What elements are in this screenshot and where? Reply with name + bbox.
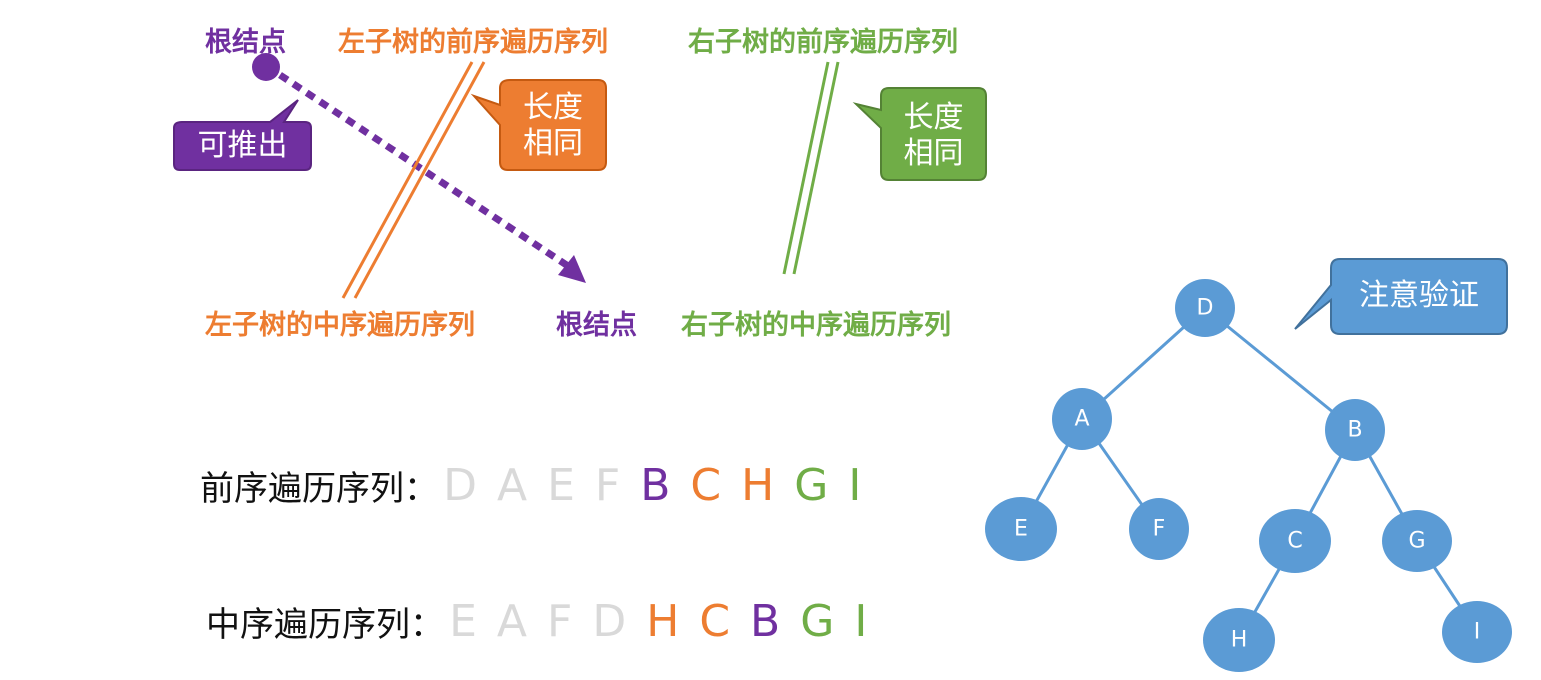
orange-line-1: [341, 61, 474, 299]
node-label-G: G: [1408, 529, 1425, 554]
inorder-letter: E: [449, 596, 483, 647]
inorder-letter: I: [854, 596, 874, 647]
right-inorder-label: 右子树的中序遍历序列: [681, 310, 951, 341]
inorder-letter: B: [750, 596, 787, 647]
node-label-H: H: [1231, 628, 1248, 653]
green-line-1: [782, 61, 830, 275]
callout-orange-text: 长度 相同: [500, 90, 606, 162]
right-preorder-label: 右子树的前序遍历序列: [688, 27, 958, 58]
callout-verify-text: 注意验证: [1359, 278, 1479, 313]
green-line-2: [792, 61, 840, 275]
callout-orange-shape: [470, 79, 607, 171]
root-label-bottom: 根结点: [556, 310, 637, 341]
edge-D-B: [1204, 306, 1356, 432]
inorder-letter: C: [699, 596, 737, 647]
callout-deduce-text: 可推出: [197, 128, 288, 163]
node-A: [1052, 388, 1112, 450]
node-label-F: F: [1153, 517, 1166, 542]
node-B: [1325, 399, 1385, 461]
inorder-letter: H: [646, 596, 686, 647]
callout-green-text: 长度 相同: [881, 100, 986, 172]
root-dot: [252, 53, 280, 81]
preorder-letter: I: [848, 460, 868, 511]
node-D: [1175, 279, 1235, 337]
callout-orange-line1: 长度: [523, 90, 583, 125]
inorder-letter: G: [800, 596, 841, 647]
inorder-letter: F: [547, 596, 579, 647]
preorder-letter: D: [443, 460, 483, 511]
node-label-A: A: [1074, 407, 1089, 432]
left-inorder-label: 左子树的中序遍历序列: [205, 310, 475, 341]
preorder-letter: B: [640, 460, 677, 511]
node-label-I: I: [1474, 620, 1481, 645]
node-label-D: D: [1197, 296, 1214, 321]
deduce-arrowhead: [558, 255, 586, 283]
left-preorder-label: 左子树的前序遍历序列: [338, 27, 608, 58]
inorder-letter: D: [592, 596, 633, 647]
preorder-letter: C: [690, 460, 728, 511]
inorder-letter: A: [496, 596, 534, 647]
node-C: [1259, 509, 1331, 573]
tree-nodes: [985, 279, 1512, 672]
tree-edges: [1019, 306, 1479, 641]
node-label-B: B: [1347, 418, 1362, 443]
preorder-letter: H: [741, 460, 781, 511]
node-I: [1442, 601, 1512, 663]
node-H: [1203, 608, 1275, 672]
preorder-letter: E: [547, 460, 581, 511]
orange-line-2: [353, 61, 486, 299]
node-label-C: C: [1287, 529, 1302, 554]
node-F: [1129, 498, 1189, 560]
node-G: [1382, 510, 1452, 572]
callout-verify-shape: [1294, 258, 1508, 335]
callout-orange-line2: 相同: [523, 126, 583, 161]
root-label-top: 根结点: [205, 27, 286, 58]
preorder-letter: A: [496, 460, 534, 511]
callout-green-line2: 相同: [903, 136, 964, 171]
preorder-letter: G: [794, 460, 835, 511]
preorder-label: 前序遍历序列：: [200, 469, 438, 509]
node-E: [985, 497, 1057, 561]
inorder-label: 中序遍历序列：: [206, 605, 444, 645]
node-label-E: E: [1014, 517, 1028, 542]
callout-green-shape: [852, 87, 987, 181]
preorder-letter: F: [594, 460, 627, 511]
callout-green-line1: 长度: [903, 100, 964, 135]
callout-deduce-shape: [173, 99, 312, 171]
